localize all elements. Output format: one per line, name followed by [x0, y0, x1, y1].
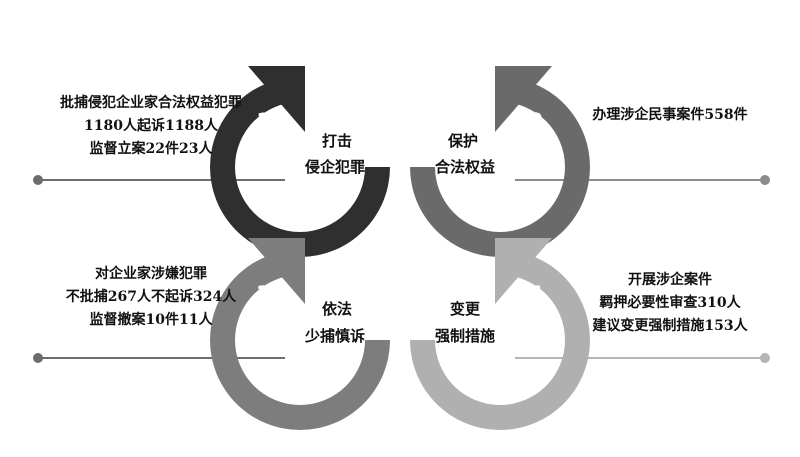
connector-dot-bottom-left [33, 353, 43, 363]
step-3-detail-line: 监督撤案10件11人 [89, 312, 213, 328]
step-4-ring: 4 变更 强制措施 [410, 238, 590, 430]
step-3-details: 对企业家涉嫌犯罪 不批捕267人不起诉324人 监督撤案10件11人 [36, 263, 266, 332]
step-2-arrow-head [495, 66, 552, 132]
step-1-ring: 1 打击 侵企犯罪 [210, 66, 390, 257]
step-1-details: 批捕侵犯企业家合法权益犯罪 1180人起诉1188人 监督立案22件23人 [36, 92, 266, 161]
step-4-detail-line: 羁押必要性审查310人 [599, 295, 741, 311]
step-3-arrow-head [248, 238, 305, 304]
step-3-label-line1: 依法 [322, 300, 352, 318]
step-2-label-line1: 保护 [447, 132, 478, 150]
step-3-label-line2: 少捕慎诉 [304, 327, 365, 345]
step-2-detail-line: 办理涉企民事案件558件 [592, 107, 748, 123]
step-1-label-line1: 打击 [322, 132, 352, 150]
connector-dot-bottom-right [760, 353, 770, 363]
step-3-detail-line: 对企业家涉嫌犯罪 [95, 266, 207, 282]
step-4-detail-line: 开展涉企案件 [628, 272, 712, 288]
step-3-number: 3 [256, 281, 273, 309]
connector-lines [33, 175, 770, 363]
connector-dot-top-left [33, 175, 43, 185]
step-2-number: 2 [527, 108, 544, 136]
step-1-detail-line: 1180人起诉1188人 [84, 118, 218, 134]
step-1-detail-line: 批捕侵犯企业家合法权益犯罪 [60, 95, 242, 111]
step-2-label-line2: 合法权益 [434, 158, 495, 176]
step-4-label-line2: 强制措施 [435, 327, 495, 345]
step-1-detail-line: 监督立案22件23人 [89, 141, 213, 157]
step-1-label-line2: 侵企犯罪 [304, 158, 365, 176]
connector-dot-top-right [760, 175, 770, 185]
step-1-arrow-head [248, 66, 305, 132]
step-3-detail-line: 不批捕267人不起诉324人 [65, 289, 237, 305]
step-2-ring: 2 保护 合法权益 [410, 66, 590, 257]
step-2-details: 办理涉企民事案件558件 [560, 104, 780, 127]
step-4-arrow-head [495, 238, 552, 304]
step-4-number: 4 [527, 281, 544, 309]
step-4-detail-line: 建议变更强制措施153人 [592, 318, 748, 334]
step-4-details: 开展涉企案件 羁押必要性审查310人 建议变更强制措施153人 [560, 269, 780, 338]
step-4-label-line1: 变更 [450, 300, 481, 318]
step-3-ring: 3 依法 少捕慎诉 [210, 238, 390, 430]
step-1-number: 1 [256, 108, 273, 136]
